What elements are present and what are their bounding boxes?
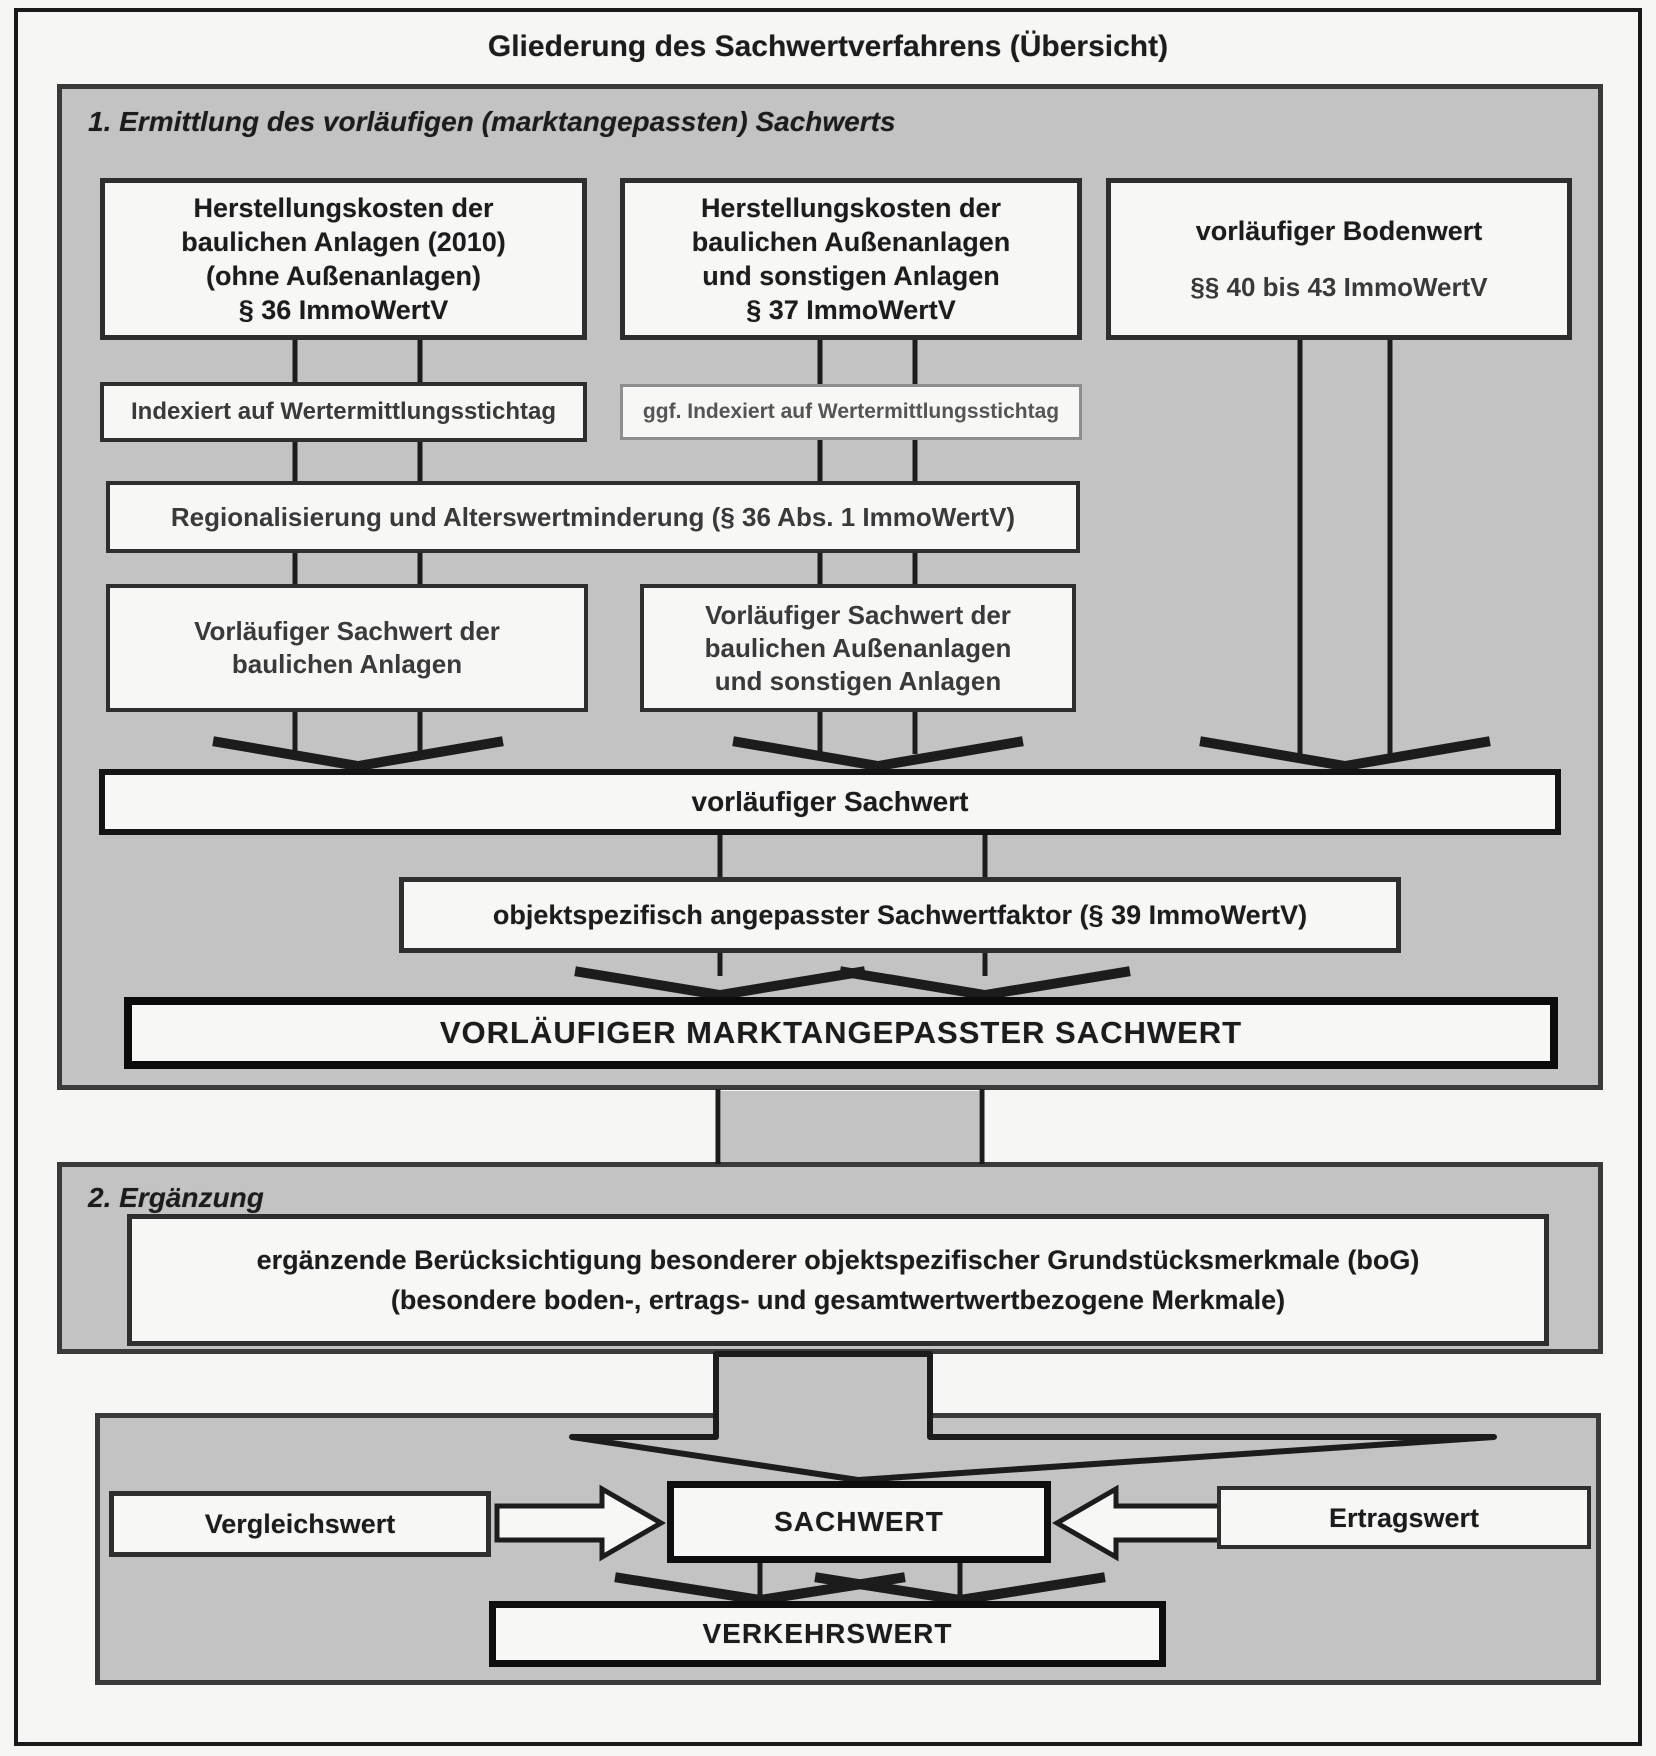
section-2-heading: 2. Ergänzung <box>88 1182 264 1213</box>
box-vorlaeufiger-bodenwert: vorläufiger Bodenwert §§ 40 bis 43 ImmoW… <box>1106 178 1572 340</box>
box-bog: ergänzende Berücksichtigung besonderer o… <box>127 1214 1549 1346</box>
bodenwert-title: vorläufiger Bodenwert <box>1195 216 1483 247</box>
box-vorlaeufiger-sachwert-bauliche-anlagen: Vorläufiger Sachwert der baulichen Anlag… <box>106 584 588 712</box>
merge-arrowheads-icon <box>212 736 1491 1606</box>
flow-lines-icon <box>292 340 1393 1598</box>
box-ertragswert: Ertragswert <box>1217 1486 1591 1549</box>
box-vergleichswert: Vergleichswert <box>109 1491 491 1557</box>
box-regionalisierung: Regionalisierung und Alterswertminderung… <box>106 481 1080 553</box>
box-herstellungskosten-bauliche-anlagen: Herstellungskosten der baulichen Anlagen… <box>100 178 587 340</box>
left-block-arrow-icon <box>1051 1484 1224 1562</box>
box-sachwertfaktor: objektspezifisch angepasster Sachwertfak… <box>399 877 1401 953</box>
box-sachwert: SACHWERT <box>667 1481 1051 1563</box>
diagram-title: Gliederung des Sachwertverfahrens (Übers… <box>487 30 1169 63</box>
box-indexiert: Indexiert auf Wertermittlungsstichtag <box>100 382 587 442</box>
right-block-arrow-icon <box>494 1484 667 1562</box>
bodenwert-paragraph: §§ 40 bis 43 ImmoWertV <box>1190 271 1488 302</box>
bar-marktangepasster-sachwert: VORLÄUFIGER MARKTANGEPASSTER SACHWERT <box>124 997 1558 1069</box>
box-herstellungskosten-aussenanlagen: Herstellungskosten der baulichen Außenan… <box>620 178 1082 340</box>
big-down-arrow-icon <box>569 1351 1497 1483</box>
bar-vorlaeufiger-sachwert: vorläufiger Sachwert <box>99 769 1561 835</box>
section-1-heading: 1. Ermittlung des vorläufigen (marktange… <box>88 106 896 137</box>
box-vorlaeufiger-sachwert-aussenanlagen: Vorläufiger Sachwert der baulichen Außen… <box>640 584 1076 712</box>
outer-frame <box>14 8 1642 1746</box>
box-verkehrswert: VERKEHRSWERT <box>489 1601 1166 1667</box>
pipe-connector <box>721 1091 979 1162</box>
box-indexiert-ggf: ggf. Indexiert auf Wertermittlungssticht… <box>620 384 1082 440</box>
